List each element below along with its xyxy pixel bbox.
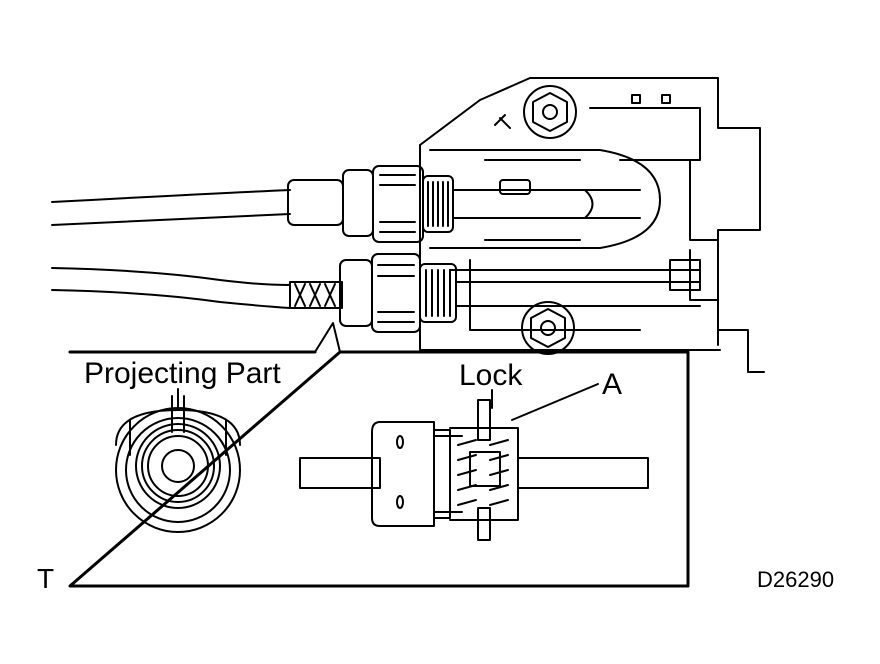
part-a-label: A — [602, 368, 623, 401]
figure-code-label: D26290 — [757, 567, 835, 592]
bracket-housing — [419, 77, 765, 373]
lock-label: Lock — [459, 359, 523, 392]
upper-hex-bolt — [523, 85, 577, 139]
callout-leader — [314, 322, 341, 353]
corner-mark-label: T — [37, 563, 55, 594]
lower-select-cable — [51, 253, 701, 333]
lower-hex-bolt — [521, 301, 575, 355]
part-a-leader — [511, 383, 599, 421]
detail-inset-frame — [68, 350, 690, 588]
projecting-part-end-view — [115, 395, 241, 533]
projecting-part-label: Projecting Part — [84, 357, 281, 390]
lock-connector-side-view — [299, 399, 649, 541]
upper-shift-cable — [51, 165, 641, 243]
